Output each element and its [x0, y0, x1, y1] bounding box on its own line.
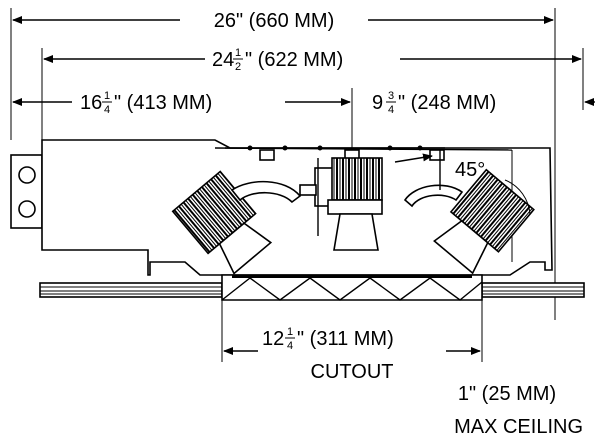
dimension-inner-rest: " (622 MM): [245, 49, 343, 71]
ceiling-section: [39, 274, 585, 301]
knockout-circle-top: [18, 166, 36, 184]
ceiling-note-line2: MAX CEILING: [454, 416, 583, 438]
angle-indicator: 45°: [394, 150, 531, 216]
dimension-left-numerator: 1: [104, 90, 110, 102]
dimension-cutout-rest: " (311 MM): [297, 328, 394, 350]
ceiling-right: [481, 282, 585, 298]
dimension-right-denominator: 4: [388, 104, 394, 116]
dimension-left-rest: " (413 MM): [114, 92, 212, 114]
dimension-right-rest: " (248 MM): [398, 92, 496, 114]
ceiling-note: 1" (25 MM) MAX CEILING: [454, 383, 583, 438]
dimension-cutout-caption: CUTOUT: [311, 361, 394, 383]
knockout-circle-bottom: [18, 200, 36, 218]
dimension-inner-whole: 24: [212, 49, 234, 71]
ceiling-left: [39, 282, 223, 298]
dimension-cutout-numerator: 1: [287, 326, 293, 338]
dimension-inner-numerator: 1: [235, 47, 241, 59]
angle-label: 45°: [455, 159, 485, 181]
lamp-head-right: [433, 168, 535, 275]
dimension-inner-denominator: 2: [235, 61, 241, 73]
dimension-left-denominator: 4: [104, 104, 110, 116]
ceiling-note-line1: 1" (25 MM): [458, 383, 556, 405]
dimension-right-whole: 9: [372, 92, 383, 114]
mounting-rail: [225, 145, 445, 161]
dimension-right: 9 3 4 " (248 MM): [372, 90, 595, 116]
lamp-arm-left: [230, 180, 302, 204]
dimension-cutout: 12 1 4 " (311 MM) CUTOUT: [223, 326, 481, 383]
dimension-left: 16 1 4 " (413 MM): [12, 90, 351, 116]
dimension-inner: 24 1 2 " (622 MM): [43, 47, 582, 73]
dimension-left-whole: 16: [80, 92, 102, 114]
dimension-overall-label: 26" (660 MM): [214, 10, 334, 32]
dimension-cutout-denominator: 4: [287, 340, 293, 352]
dimension-cutout-whole: 12: [262, 328, 284, 350]
dimension-right-numerator: 3: [388, 90, 394, 102]
lamp-arm-right: [403, 184, 464, 208]
lamp-head-center: [299, 157, 383, 251]
dimension-overall: 26" (660 MM): [12, 10, 554, 32]
